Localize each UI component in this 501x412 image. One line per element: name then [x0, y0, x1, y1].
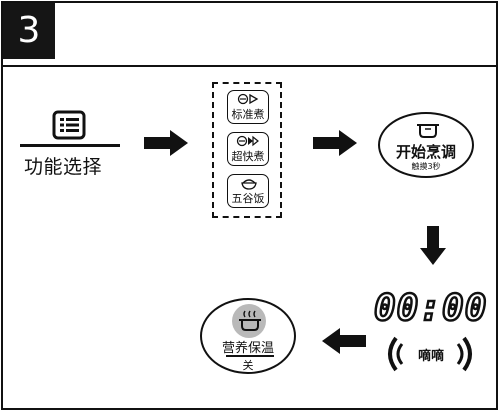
keep-warm-button[interactable]: 营养保温 关: [200, 298, 296, 374]
grain-bowl-icon: [241, 179, 257, 190]
step-header: 3: [3, 3, 496, 67]
cooking-pot-icon: [417, 124, 439, 138]
pot-double-arrow-icon: [236, 135, 259, 147]
step-number-badge: 3: [3, 3, 55, 59]
touch-duration-note: 触摸3秒: [411, 162, 441, 171]
mode-label-quick: 超快煮: [231, 150, 265, 163]
beep-text: 嘀嘀: [417, 349, 444, 364]
menu-list-icon: [52, 110, 86, 140]
arrow-down-icon: [420, 226, 446, 265]
time-display: 00:00: [373, 287, 488, 331]
menu-underline: [20, 144, 120, 147]
mode-options-box: [212, 82, 282, 218]
steaming-pot-icon: [239, 310, 261, 331]
mode-button-standard[interactable]: 标准煮: [227, 90, 269, 124]
keep-warm-divider: [226, 355, 274, 357]
mode-button-quick[interactable]: 超快煮: [227, 132, 269, 166]
pot-arrow-icon: [237, 93, 259, 105]
keep-warm-off-label: 关: [242, 359, 254, 372]
start-cooking-button[interactable]: 开始烹调 触摸3秒: [378, 112, 474, 178]
mode-label-grain: 五谷饭: [231, 192, 265, 205]
arrow-right-icon: [144, 130, 188, 156]
sound-wave-left-icon: [388, 336, 404, 372]
mode-button-grain[interactable]: 五谷饭: [227, 174, 269, 208]
function-select-label: 功能选择: [24, 156, 103, 178]
keep-warm-label: 营养保温: [221, 341, 274, 356]
sound-wave-right-icon: [456, 336, 472, 372]
arrow-left-icon: [322, 328, 366, 354]
arrow-right-icon: [313, 130, 357, 156]
start-cooking-label: 开始烹调: [395, 143, 456, 161]
mode-label-standard: 标准煮: [231, 108, 265, 121]
